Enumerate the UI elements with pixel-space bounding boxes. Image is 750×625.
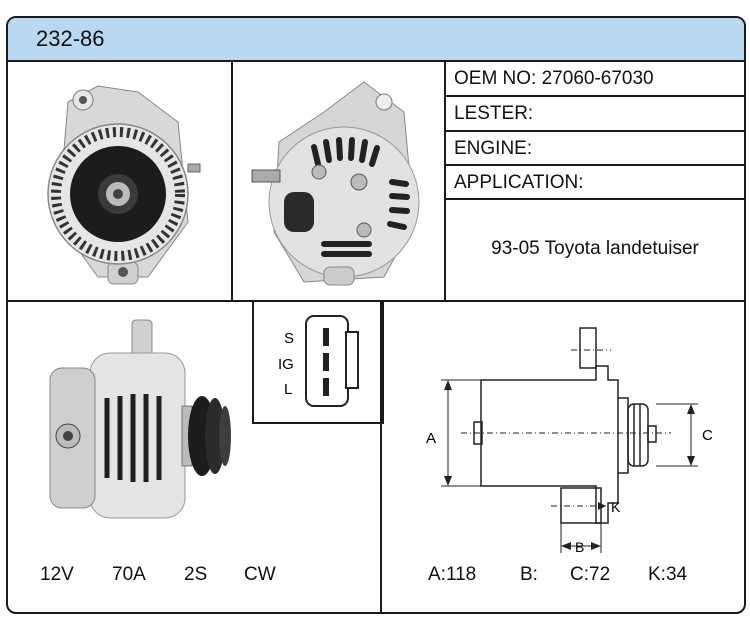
engine-row: ENGINE: xyxy=(446,132,744,165)
dimension-diagram: A C B K xyxy=(426,327,713,555)
spec-voltage: 12V xyxy=(40,564,74,585)
alternator-side-image xyxy=(49,319,231,519)
divider xyxy=(231,60,233,302)
pin-label-s: S xyxy=(284,330,294,347)
divider xyxy=(380,300,382,612)
divider xyxy=(8,300,744,302)
alternator-front-image xyxy=(47,85,201,285)
lester-label: LESTER: xyxy=(454,103,534,124)
dim-label-k: K xyxy=(611,499,621,515)
dim-value-k: K:34 xyxy=(648,564,688,585)
part-number: 232-86 xyxy=(36,26,105,51)
lester-row: LESTER: xyxy=(446,97,744,130)
alternator-rear-image xyxy=(251,81,420,286)
dim-value-b: B: xyxy=(520,564,538,585)
divider xyxy=(446,130,744,132)
dim-value-a: A:118 xyxy=(428,564,477,585)
application-label: APPLICATION: xyxy=(454,172,584,193)
header-bar: 232-86 xyxy=(8,18,744,62)
dim-label-a: A xyxy=(426,430,436,447)
divider xyxy=(446,198,744,200)
oem-row: OEM NO: 27060-67030 xyxy=(446,62,744,95)
pin-label-l: L xyxy=(284,381,292,398)
connector-box: S IG L xyxy=(252,302,384,424)
divider xyxy=(446,95,744,97)
engine-label: ENGINE: xyxy=(454,138,533,159)
spec-amperage: 70A xyxy=(112,564,146,585)
divider xyxy=(446,164,744,166)
divider xyxy=(444,60,446,302)
spec-groove: 2S xyxy=(184,564,208,585)
dim-label-c: C xyxy=(702,427,713,444)
spec-rotation: CW xyxy=(244,564,276,585)
product-sheet: 232-86 OEM NO: 27060-67030 LESTER: ENGIN… xyxy=(6,16,746,614)
application-value: 93-05 Toyota landetuiser xyxy=(491,238,699,259)
dim-value-c: C:72 xyxy=(570,564,611,585)
dim-label-b: B xyxy=(575,539,584,555)
oem-number: OEM NO: 27060-67030 xyxy=(454,68,654,89)
application-row: APPLICATION: xyxy=(446,166,744,199)
pin-label-ig: IG xyxy=(278,356,294,373)
connector-diagram: S IG L xyxy=(278,315,359,407)
